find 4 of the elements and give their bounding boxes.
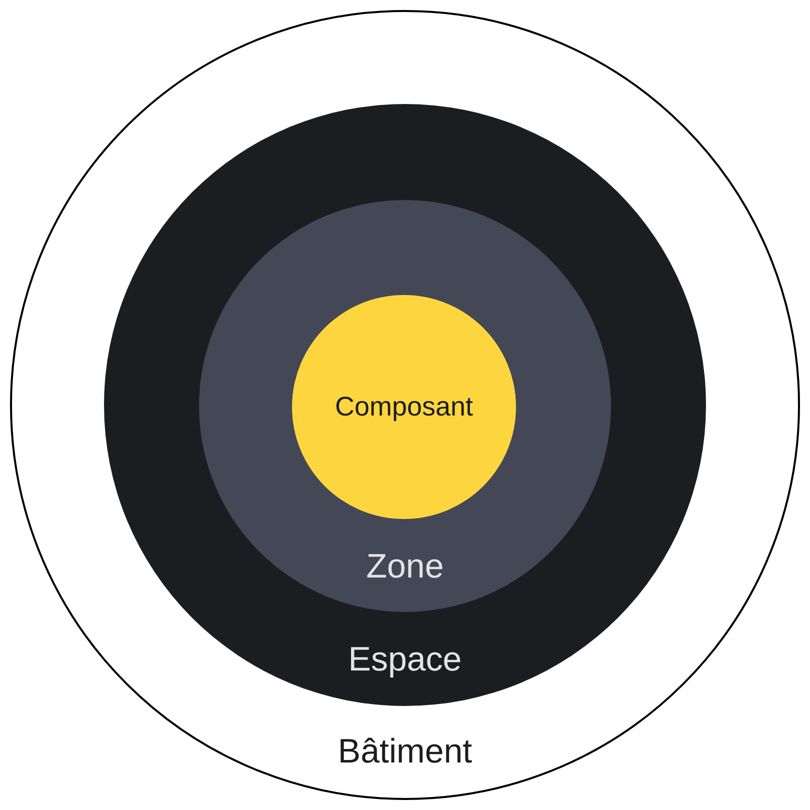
region-label: Espace <box>348 640 462 680</box>
region-label: Zone <box>366 548 444 586</box>
region-label: Bâtiment <box>338 732 472 772</box>
region-label: Composant <box>334 392 474 422</box>
